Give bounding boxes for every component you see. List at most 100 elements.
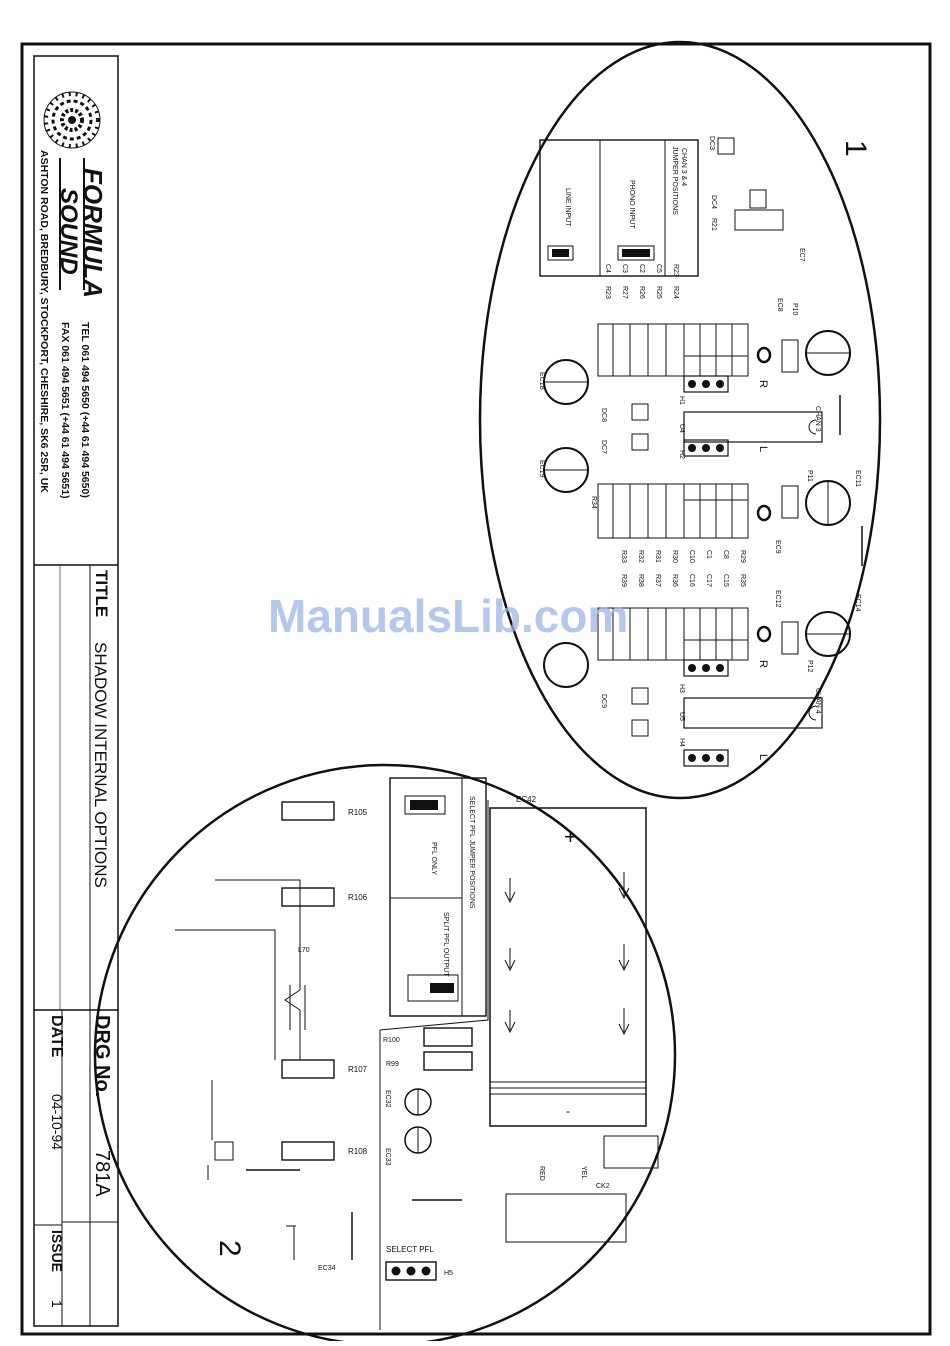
r99-label: R99 [386,1061,399,1068]
ec9-label: EC9 [774,540,781,554]
ec11-label: EC11 [854,470,861,487]
chan3-label: CHAN 3 [814,406,821,432]
component-label: R33 [620,550,627,563]
p11-preset [781,485,799,519]
component-label: R23 [604,286,611,299]
jumper-table-header-2: JUMPER POSITIONS [671,146,678,215]
jumper-table-header-1: CHAN 3 & 4 [680,148,687,186]
pfl-only-label: PFL ONLY [430,842,437,875]
r99-resistor [423,1051,473,1071]
dc4-label: DC4 [710,195,717,209]
component-label: R29 [739,550,746,563]
ec42-capacitor [489,807,647,1127]
dc9-pad-b [631,719,649,737]
ck2-block [505,1193,627,1243]
detail-1-outline [478,40,882,800]
dc4-pad [749,189,767,209]
component-label: R27 [621,286,628,299]
resistor-bank-1 [597,323,749,377]
component-label: R39 [620,574,627,587]
h1-label: H1 [678,396,685,405]
ec18-label: EC18 [538,372,545,390]
dc9-label: DC9 [600,694,607,708]
upper-block [603,1135,659,1169]
component-label: R37 [654,574,661,587]
brand-logo [43,91,101,149]
component-label: R38 [637,574,644,587]
ec42-minus-label: - [566,1104,570,1118]
diode-c [756,625,772,643]
pfl-jumper-table: SELECT PFL JUMPER POSITIONS PFL ONLY SPL… [389,777,487,1017]
component-label: C3 [621,264,628,273]
detail-2-number: 2 [213,1240,246,1257]
p11-label: P11 [806,470,813,482]
u4-label: U4 [678,424,685,433]
ec20-capacitor [543,642,589,688]
r107-resistor [281,1059,335,1079]
u4-chip [683,411,823,443]
p12-preset [781,621,799,655]
r21-label: R21 [710,218,717,231]
component-label: R24 [672,286,679,299]
r106-resistor [281,887,335,907]
brand-name-formula: FORMULA [78,168,108,298]
component-label: R23 [672,264,679,277]
component-label: C17 [705,574,712,587]
h4-header [683,749,729,767]
r100-label: R100 [383,1037,400,1044]
dc3-label: DC3 [708,136,715,150]
chan34-jumper-table: CHAN 3 & 4 JUMPER POSITIONS PHONO INPUT … [539,139,699,277]
h4-label: H4 [678,738,685,747]
u5-label: U5 [678,712,685,721]
ec12-label: EC12 [774,590,781,608]
r108-label: R108 [348,1147,368,1156]
component-label: C1 [705,550,712,559]
date-label: DATE [48,1015,65,1058]
component-label: C10 [688,550,695,563]
yel-label: YEL [580,1166,587,1179]
company-address: ASHTON ROAD, BREDBURY, STOCKPORT, CHESHI… [38,150,50,493]
component-label: C4 [604,264,611,273]
select-pfl-label: SELECT PFL [386,1245,434,1254]
ec42-label: EC42 [516,795,537,804]
r105-resistor [281,801,335,821]
r100-resistor [423,1027,473,1047]
component-label: R31 [654,550,661,563]
r107-label: R107 [348,1065,368,1074]
ec19-label: EC19 [538,460,545,478]
dc3-pad [717,137,735,155]
ec32-label: EC32 [384,1090,391,1108]
p10-label: P10 [791,303,798,316]
l-top-label: L [757,446,769,452]
phone-number: TEL 061 494 5650 (+44 61 494 5650) [79,322,91,498]
l-bottom-label: L [757,754,769,760]
dc9-pad-a [631,687,649,705]
dc8-label: DC8 [600,408,607,422]
detail-2-view: 2 SELECT PFL JUMPER POSITIONS PFL ONLY S… [93,763,677,1346]
fax-number: FAX 061 494 5651 (+44 61 494 5651) [59,322,71,499]
issue-label: ISSUE [49,1230,65,1272]
h5-label: H5 [444,1270,453,1277]
p10-preset [781,339,799,373]
h2-label: H2 [678,450,685,459]
line-input-label: LINE INPUT [564,188,571,227]
r105-label: R105 [348,808,368,817]
red-label: RED [538,1166,545,1181]
r106-label: R106 [348,893,368,902]
title-value: SHADOW INTERNAL OPTIONS [91,642,110,888]
component-label: C15 [722,574,729,587]
split-pfl-label: SPLIT PFL OUTPUT [442,912,449,977]
h1-header [683,375,729,393]
component-label: R32 [637,550,644,563]
brand-name-sound: SOUND [55,188,82,275]
diode-a [756,346,772,364]
u5-chip [683,697,823,729]
component-label: R35 [739,574,746,587]
ec34-label: EC34 [318,1265,336,1272]
ck2-label: CK2 [596,1183,610,1190]
component-label: R26 [638,286,645,299]
pfl-table-header: SELECT PFL JUMPER POSITIONS [468,796,475,909]
